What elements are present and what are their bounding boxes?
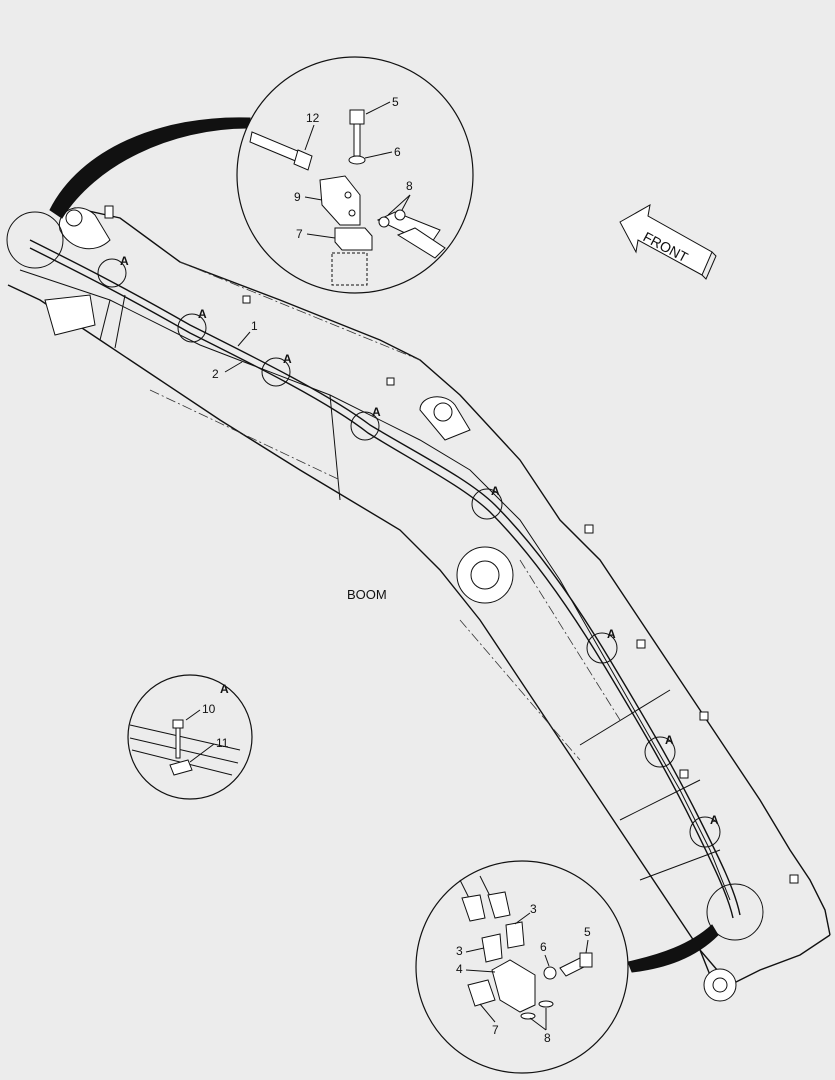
a-marker-6: A [607, 627, 616, 641]
a-marker-1: A [120, 254, 129, 268]
bottom-detail-view: 3 3 4 5 6 7 8 [415, 860, 719, 1074]
detail-a-markers: A A A A A A A A [6, 211, 764, 941]
callout-8-top: 8 [406, 179, 413, 193]
detail-a-view: A 10 11 [127, 674, 253, 800]
a-marker-7: A [665, 733, 674, 747]
callout-7-top: 7 [296, 227, 303, 241]
callout-1: 1 [251, 319, 258, 333]
callout-3-left: 3 [456, 944, 463, 958]
front-direction-arrow: FRONT [619, 204, 717, 280]
callout-5-bottom: 5 [584, 925, 591, 939]
callout-6-top: 6 [394, 145, 401, 159]
a-marker-2: A [198, 307, 207, 321]
a-marker-8: A [710, 813, 719, 827]
callout-9: 9 [294, 190, 301, 204]
a-marker-4: A [372, 405, 381, 419]
callout-4: 4 [456, 962, 463, 976]
callout-12: 12 [306, 111, 320, 125]
callout-5-top: 5 [392, 95, 399, 109]
callout-8-bottom: 8 [544, 1031, 551, 1045]
callout-11: 11 [216, 736, 229, 750]
callout-3-right: 3 [530, 902, 537, 916]
callout-6-bottom: 6 [540, 940, 547, 954]
callout-2: 2 [212, 367, 219, 381]
boom-body [7, 205, 831, 1002]
a-marker-5: A [491, 484, 500, 498]
a-marker-3: A [283, 352, 292, 366]
detail-a-title: A [220, 682, 229, 696]
top-detail-view: 12 5 6 8 9 7 [49, 56, 474, 294]
callout-7-bottom: 7 [492, 1023, 499, 1037]
callout-10: 10 [202, 702, 216, 716]
boom-label: BOOM [347, 587, 387, 602]
pipe-callouts: 1 2 [212, 319, 258, 381]
